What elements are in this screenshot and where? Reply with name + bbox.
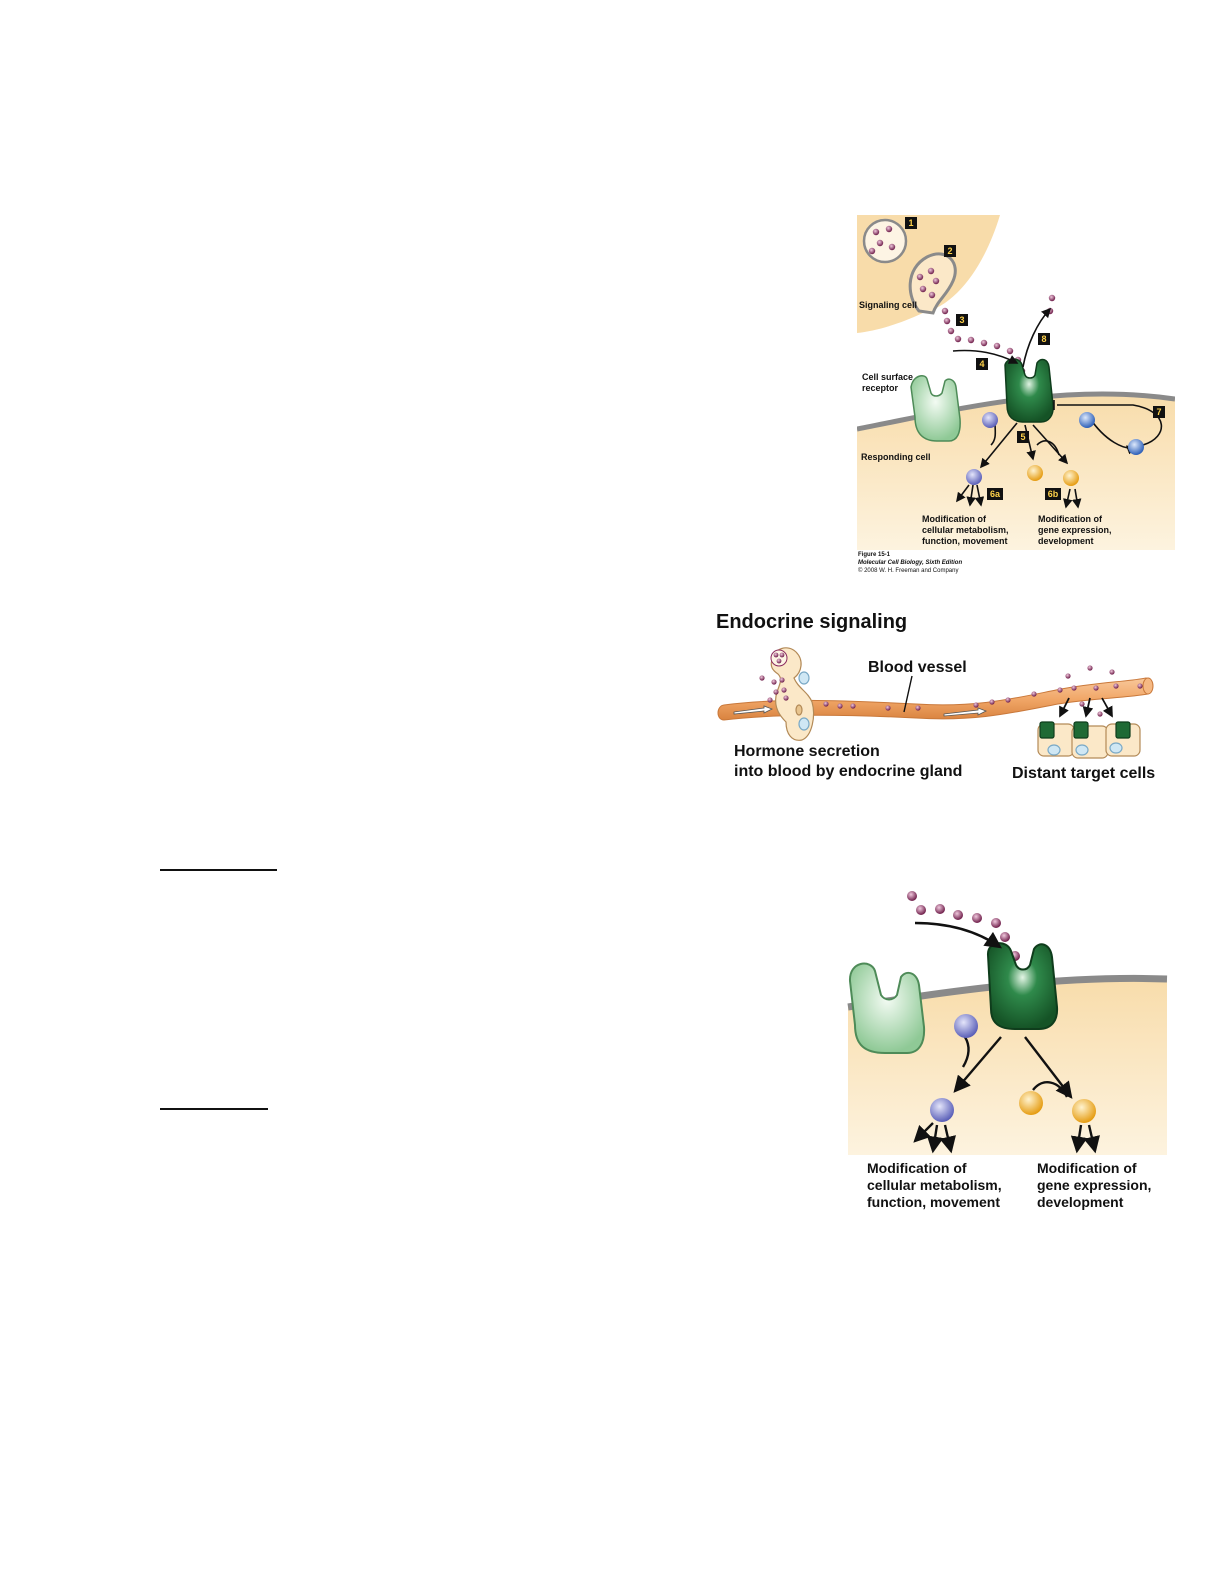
step-badges (905, 217, 1165, 500)
activated-orange-molecule (1063, 470, 1079, 486)
step-4: 4 (979, 359, 984, 369)
step-2: 2 (947, 246, 952, 256)
detail-outcome-b-line3: development (1037, 1194, 1124, 1210)
plasma-membrane (857, 391, 1175, 432)
activated-blue-molecule-detail (930, 1098, 954, 1122)
receptor-label-line1: Cell surface (862, 372, 913, 382)
endocrine-title: Endocrine signaling (716, 611, 908, 633)
step-1: 1 (908, 218, 913, 228)
caption-figure-number: Figure 15-1 (858, 552, 891, 558)
caption-copyright: © 2008 W. H. Freeman and Company (858, 568, 959, 574)
signaling-overview-figure: 1 2 3 4 5 6a 6b 7 8 Signaling cell Cell … (857, 215, 1175, 550)
active-receptor (1004, 358, 1054, 423)
detail-outcome-b-line2: gene expression, (1037, 1177, 1151, 1193)
outcome-a-line1: Modification of (922, 514, 987, 524)
step-3: 3 (959, 315, 964, 325)
outcome-b-line1: Modification of (1038, 514, 1103, 524)
blue-molecule (982, 412, 998, 428)
secretion-label-line2: into blood by endocrine gland (734, 763, 962, 780)
endocrine-gland (770, 647, 815, 741)
outcome-b-line2: gene expression, (1038, 525, 1112, 535)
feedback-molecule (1079, 412, 1095, 428)
orange-molecule (1027, 465, 1043, 481)
target-cells (1037, 721, 1141, 759)
secretory-pocket (908, 252, 957, 315)
activated-blue-molecule (966, 469, 982, 485)
detail-outcome-a-line1: Modification of (867, 1160, 967, 1176)
secretory-vesicle (862, 218, 908, 264)
blue-molecule-detail (954, 1014, 978, 1038)
outcome-a-line3: function, movement (922, 536, 1008, 546)
step-6b: 6b (1048, 489, 1059, 499)
endocrine-arrows (903, 675, 1113, 718)
signaling-cell-label: Signaling cell (859, 300, 917, 310)
target-cells-label: Distant target cells (1012, 765, 1155, 782)
responding-cell-label: Responding cell (861, 452, 931, 462)
caption-book-title: Molecular Cell Biology, Sixth Edition (858, 560, 963, 566)
orange-molecule-detail (1019, 1091, 1043, 1115)
receptor-label-line2: receptor (862, 383, 899, 393)
detail-outcome-b-line1: Modification of (1037, 1160, 1137, 1176)
inactive-receptor-detail (848, 962, 926, 1054)
pathway-arrows (952, 307, 1163, 509)
step-8: 8 (1041, 334, 1046, 344)
answer-blank-2 (160, 1108, 268, 1110)
active-receptor-detail (986, 942, 1059, 1030)
feedback-molecule-active (1128, 439, 1144, 455)
step-6a: 6a (990, 489, 1001, 499)
inactive-receptor (910, 374, 961, 442)
flow-arrows (733, 705, 987, 717)
hormone-molecules (759, 652, 1143, 717)
endocrine-signaling-figure: Blood vessel Hormone secretion into bloo… (717, 647, 1155, 782)
figure-caption: Figure 15-1 Molecular Cell Biology, Sixt… (858, 551, 962, 575)
answer-blank-1 (160, 869, 277, 871)
outcome-b-line3: development (1038, 536, 1094, 546)
step-7: 7 (1156, 407, 1161, 417)
receptor-detail-figure: Modification of cellular metabolism, fun… (847, 891, 1168, 1210)
step-5: 5 (1020, 432, 1025, 442)
detail-outcome-a-line2: cellular metabolism, (867, 1177, 1002, 1193)
detail-outcome-a-line3: function, movement (867, 1194, 1000, 1210)
outcome-a-line2: cellular metabolism, (922, 525, 1009, 535)
blood-vessel-label: Blood vessel (868, 659, 967, 676)
pathway-arrows-detail (913, 921, 1100, 1154)
secretion-label-line1: Hormone secretion (734, 743, 880, 760)
activated-orange-molecule-detail (1072, 1099, 1096, 1123)
